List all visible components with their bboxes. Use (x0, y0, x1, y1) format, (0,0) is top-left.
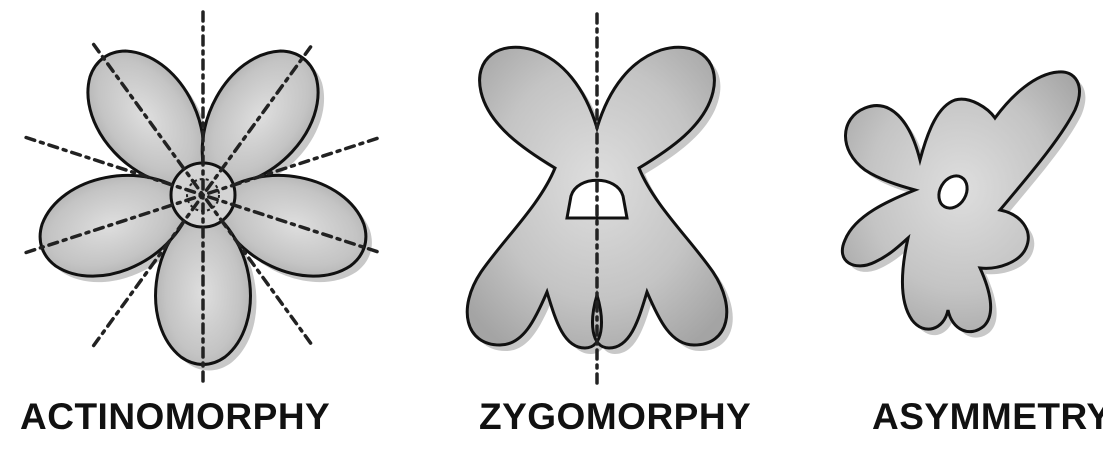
actinomorphic-flower (22, 12, 385, 385)
asymmetric-flower-diagram (820, 0, 1100, 400)
label-zygomorphy: ZYGOMORPHY (479, 396, 751, 438)
zygomorphy-figure (445, 0, 755, 400)
zygomorphic-flower-diagram (445, 0, 755, 400)
asymmetric-flower (842, 72, 1085, 338)
actinomorphy-figure (0, 0, 410, 400)
asymmetry-figure (820, 0, 1100, 400)
zygomorphic-flower (467, 14, 733, 388)
label-asymmetry: ASYMMETRY (872, 396, 1103, 438)
actinomorphic-flower-diagram (0, 0, 410, 400)
label-actinomorphy: ACTINOMORPHY (20, 396, 330, 438)
